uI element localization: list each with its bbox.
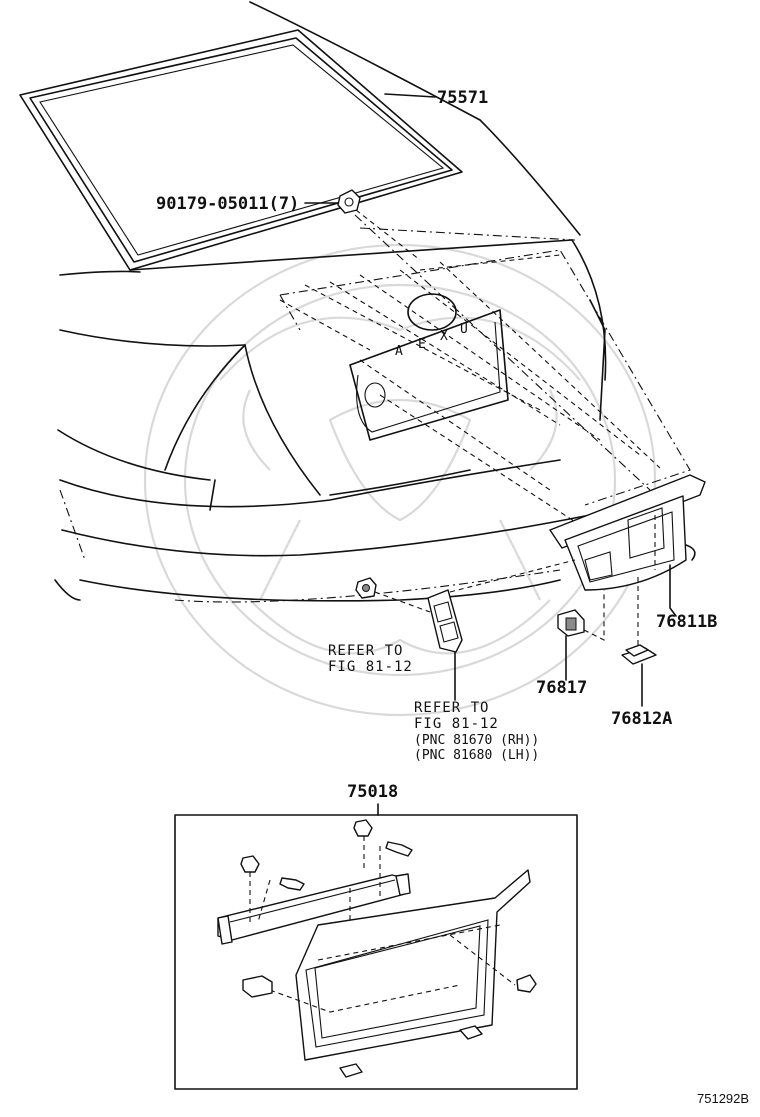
refer-center-line2: FIG 81-12	[414, 716, 499, 732]
refer-center-note: REFER TO FIG 81-12 (PNC 81670 (RH)) (PNC…	[414, 700, 539, 763]
car-body-outline	[54, 1, 607, 603]
leader-lines	[304, 93, 677, 816]
light-housing-center	[427, 559, 576, 653]
svg-text:U: U	[460, 322, 468, 337]
callout-75018: 75018	[347, 782, 398, 802]
svg-text:X: X	[440, 329, 448, 344]
refer-left-line2: FIG 81-12	[328, 659, 413, 675]
refer-center-line1: REFER TO	[414, 700, 489, 716]
refer-left-line1: REFER TO	[328, 643, 403, 659]
callout-76817: 76817	[536, 678, 587, 698]
refer-left-note: REFER TO FIG 81-12	[328, 643, 413, 675]
cushion-76817	[557, 590, 605, 641]
callout-76811b: 76811B	[656, 612, 717, 632]
detail-box-75018	[174, 814, 578, 1090]
refer-center-line4: (PNC 81680 (LH))	[414, 748, 539, 763]
refer-center-line3: (PNC 81670 (RH))	[414, 733, 539, 748]
stopper-76812a	[621, 575, 657, 665]
nut-90179	[337, 189, 421, 261]
callout-75571: 75571	[437, 88, 488, 108]
trunk-garnish-76811b	[549, 474, 706, 591]
license-plate-recess: A E X U	[349, 309, 509, 441]
trunk-garnish-dashed-area	[279, 214, 691, 526]
socket-refer-left	[355, 577, 431, 613]
rear-window-weatherstrip	[19, 29, 463, 271]
callout-90179-05011: 90179-05011(7)	[156, 194, 299, 214]
callouts: 75571 90179-05011(7) 76811B 76817 76812A…	[156, 88, 717, 802]
svg-text:A: A	[395, 344, 403, 359]
callout-76812a: 76812A	[611, 709, 672, 729]
figure-code: 751292B	[697, 1091, 749, 1106]
svg-text:E: E	[418, 337, 426, 352]
